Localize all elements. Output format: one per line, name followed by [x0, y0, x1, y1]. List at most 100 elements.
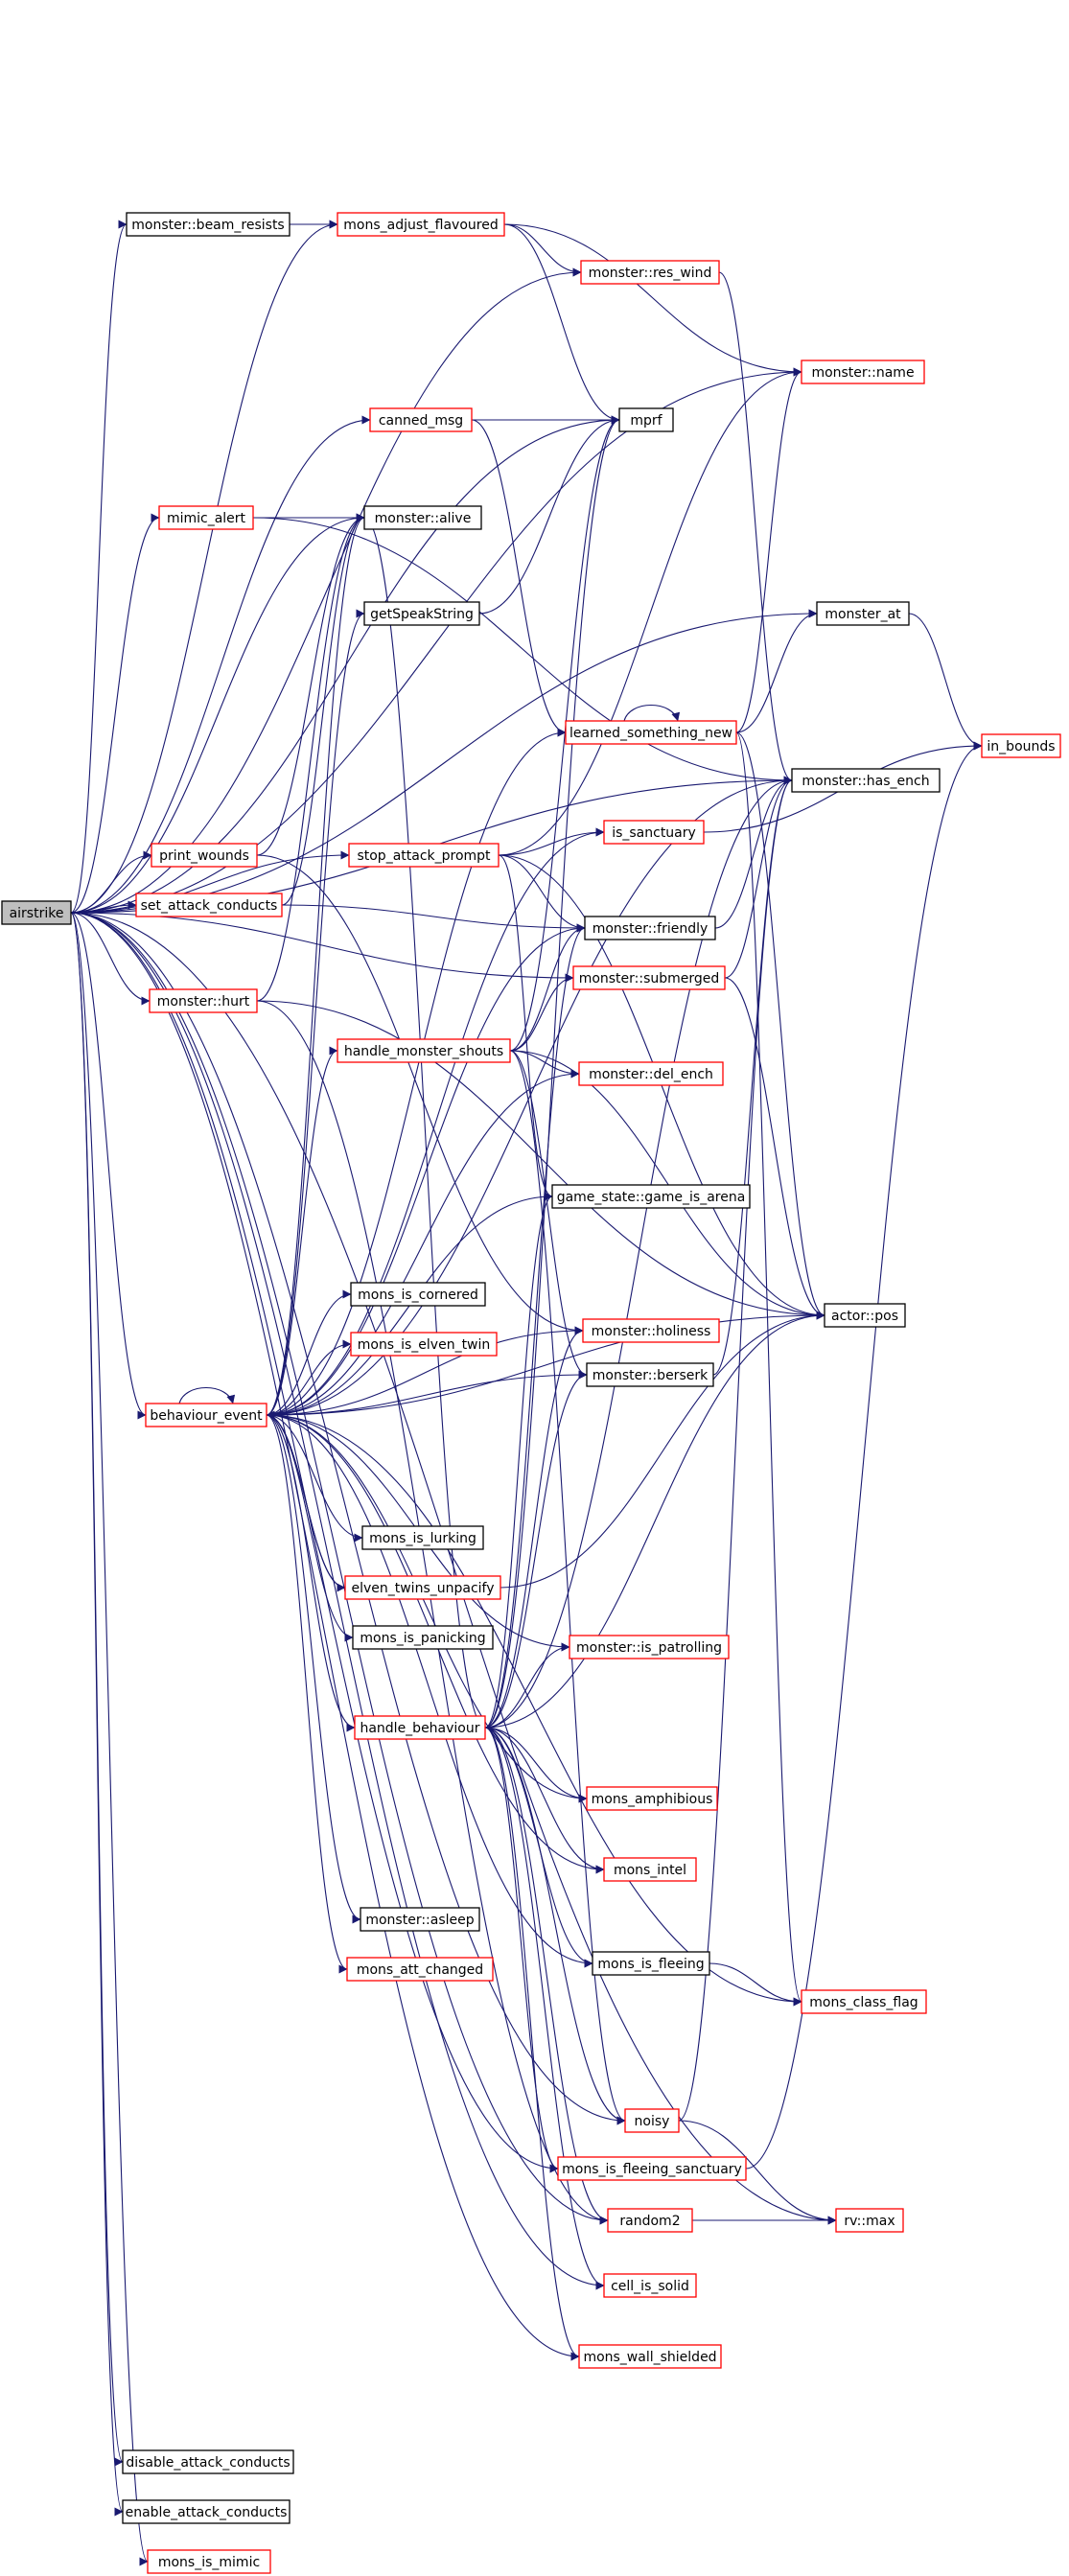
- node-label: mons_adjust_flavoured: [343, 218, 498, 233]
- node-in-bounds[interactable]: in_bounds: [981, 733, 1061, 758]
- edge-getSpeakString-to-mprf: [478, 415, 620, 615]
- edge-noisy-to-monster-has-ench: [678, 776, 793, 2122]
- node-learned-something-new[interactable]: learned_something_new: [565, 720, 737, 745]
- node-label: stop_attack_prompt: [357, 848, 491, 864]
- node-box: [344, 1575, 501, 1600]
- node-disable-attack-conducts[interactable]: disable_attack_conducts: [122, 2449, 294, 2474]
- edge-print-wounds-to-monster-alive: [256, 513, 365, 856]
- edge-airstrike-to-mprf: [70, 415, 620, 914]
- edge-stop-attack-prompt-to-game-state-game-is-arena: [498, 854, 553, 1201]
- edge-airstrike-to-monster-res-wind: [70, 267, 582, 914]
- node-label: noisy: [635, 2114, 670, 2129]
- node-mons-adjust-flavoured[interactable]: mons_adjust_flavoured: [337, 212, 505, 237]
- node-mons-is-fleeing-sanctuary[interactable]: mons_is_fleeing_sanctuary: [557, 2156, 747, 2181]
- node-monster-asleep[interactable]: monster::asleep: [360, 1907, 480, 1932]
- node-is-sanctuary[interactable]: is_sanctuary: [603, 820, 705, 845]
- node-monster-del-ench[interactable]: monster::del_ench: [578, 1061, 724, 1086]
- node-box: [607, 2208, 693, 2233]
- edge-behaviour-event-to-handle-behaviour: [266, 1414, 356, 1732]
- node-behaviour-event[interactable]: behaviour_event: [145, 1403, 267, 1427]
- edge-mons-is-fleeing-sanctuary-to-in-bounds: [745, 741, 983, 2170]
- node-mons-class-flag[interactable]: mons_class_flag: [801, 1989, 927, 2014]
- node-label: monster::name: [811, 365, 914, 381]
- node-box: [352, 1625, 494, 1650]
- node-rv-max[interactable]: rv::max: [835, 2208, 904, 2233]
- node-monster-submerged[interactable]: monster::submerged: [572, 965, 726, 990]
- node-enable-attack-conducts[interactable]: enable_attack_conducts: [122, 2499, 290, 2524]
- edge-learned-something-new-to-monster-at: [735, 609, 818, 733]
- node-print-wounds[interactable]: print_wounds: [151, 843, 258, 868]
- node-label: disable_attack_conducts: [126, 2455, 290, 2471]
- node-getSpeakString[interactable]: getSpeakString: [363, 601, 480, 626]
- node-canned-msg[interactable]: canned_msg: [369, 407, 473, 432]
- node-monster-is-patrolling[interactable]: monster::is_patrolling: [569, 1635, 730, 1659]
- node-mons-is-elven-twin[interactable]: mons_is_elven_twin: [350, 1332, 498, 1357]
- edge-behaviour-event-to-actor-pos: [266, 1311, 825, 1416]
- node-label: print_wounds: [159, 848, 249, 864]
- node-mimic-alert[interactable]: mimic_alert: [158, 505, 254, 530]
- edge-behaviour-event-to-mons-is-lurking: [266, 1414, 363, 1543]
- edge-behaviour-event-to-monster-asleep: [266, 1414, 361, 1924]
- node-noisy[interactable]: noisy: [624, 2108, 680, 2133]
- edge-behaviour-event-to-getSpeakString: [266, 609, 365, 1416]
- node-mons-intel[interactable]: mons_intel: [603, 1857, 697, 1882]
- node-elven-twins-unpacify[interactable]: elven_twins_unpacify: [344, 1575, 501, 1600]
- node-label: monster::del_ench: [589, 1067, 713, 1082]
- node-actor-pos[interactable]: actor::pos: [824, 1303, 906, 1328]
- edge-learned-something-new-to-mons-class-flag: [735, 731, 802, 2007]
- node-label: game_state::game_is_arena: [557, 1190, 746, 1205]
- node-mons-is-lurking[interactable]: mons_is_lurking: [361, 1525, 484, 1550]
- node-box: [603, 2273, 697, 2298]
- node-box: [350, 1332, 498, 1357]
- node-monster-hurt[interactable]: monster::hurt: [149, 988, 258, 1013]
- node-monster-holiness[interactable]: monster::holiness: [582, 1318, 720, 1343]
- node-box: [145, 1403, 267, 1427]
- edge-monster-at-to-in-bounds: [908, 613, 983, 751]
- node-handle-behaviour[interactable]: handle_behaviour: [354, 1715, 486, 1740]
- edge-behaviour-event-to-monster-holiness: [266, 1326, 584, 1416]
- node-monster-alive[interactable]: monster::alive: [363, 505, 482, 530]
- node-random2[interactable]: random2: [607, 2208, 693, 2233]
- edge-set-attack-conducts-to-monster-friendly: [281, 904, 586, 933]
- node-mons-amphibious[interactable]: mons_amphibious: [586, 1786, 718, 1811]
- edge-stop-attack-prompt-to-is-sanctuary: [498, 827, 605, 856]
- node-monster-res-wind[interactable]: monster::res_wind: [580, 260, 720, 285]
- node-box: [557, 2156, 747, 2181]
- node-mons-is-fleeing[interactable]: mons_is_fleeing: [592, 1951, 710, 1976]
- edge-handle-monster-shouts-to-noisy: [509, 1050, 626, 2125]
- node-box: [149, 988, 258, 1013]
- node-cell-is-solid[interactable]: cell_is_solid: [603, 2273, 697, 2298]
- node-airstrike[interactable]: airstrike: [1, 900, 72, 925]
- node-mons-att-changed[interactable]: mons_att_changed: [346, 1957, 494, 1982]
- node-handle-monster-shouts[interactable]: handle_monster_shouts: [337, 1038, 511, 1063]
- node-mons-is-mimic[interactable]: mons_is_mimic: [147, 2549, 271, 2574]
- node-mprf[interactable]: mprf: [618, 407, 674, 432]
- node-monster-friendly[interactable]: monster::friendly: [584, 916, 716, 940]
- edge-airstrike-to-monster-name: [70, 367, 802, 914]
- node-label: mons_is_fleeing_sanctuary: [562, 2162, 742, 2177]
- node-box: [618, 407, 674, 432]
- edge-monster-berserk-to-monster-has-ench: [712, 776, 793, 1376]
- node-label: rv::max: [844, 2214, 895, 2229]
- node-box: [346, 1957, 494, 1982]
- node-label: monster::res_wind: [589, 266, 712, 281]
- edge-stop-attack-prompt-to-monster-friendly: [498, 854, 586, 933]
- node-monster-beam-resists[interactable]: monster::beam_resists: [126, 212, 290, 237]
- edge-behaviour-event-to-mons-class-flag: [266, 1414, 802, 2007]
- node-box: [578, 1061, 724, 1086]
- node-mons-wall-shielded[interactable]: mons_wall_shielded: [578, 2344, 722, 2369]
- node-monster-has-ench[interactable]: monster::has_ench: [791, 768, 941, 793]
- node-monster-at[interactable]: monster_at: [816, 601, 910, 626]
- edge-behaviour-event-to-monster-friendly: [266, 923, 586, 1416]
- edges-layer: [70, 220, 983, 2566]
- node-set-attack-conducts[interactable]: set_attack_conducts: [135, 893, 283, 917]
- node-stop-attack-prompt[interactable]: stop_attack_prompt: [348, 843, 500, 868]
- node-monster-berserk[interactable]: monster::berserk: [586, 1362, 714, 1387]
- node-box: [369, 407, 473, 432]
- node-mons-is-cornered[interactable]: mons_is_cornered: [350, 1282, 486, 1307]
- node-monster-name[interactable]: monster::name: [801, 360, 925, 384]
- node-box: [801, 1989, 927, 2014]
- node-game-state-game-is-arena[interactable]: game_state::game_is_arena: [551, 1184, 751, 1209]
- node-mons-is-panicking[interactable]: mons_is_panicking: [352, 1625, 494, 1650]
- node-label: in_bounds: [987, 739, 1055, 754]
